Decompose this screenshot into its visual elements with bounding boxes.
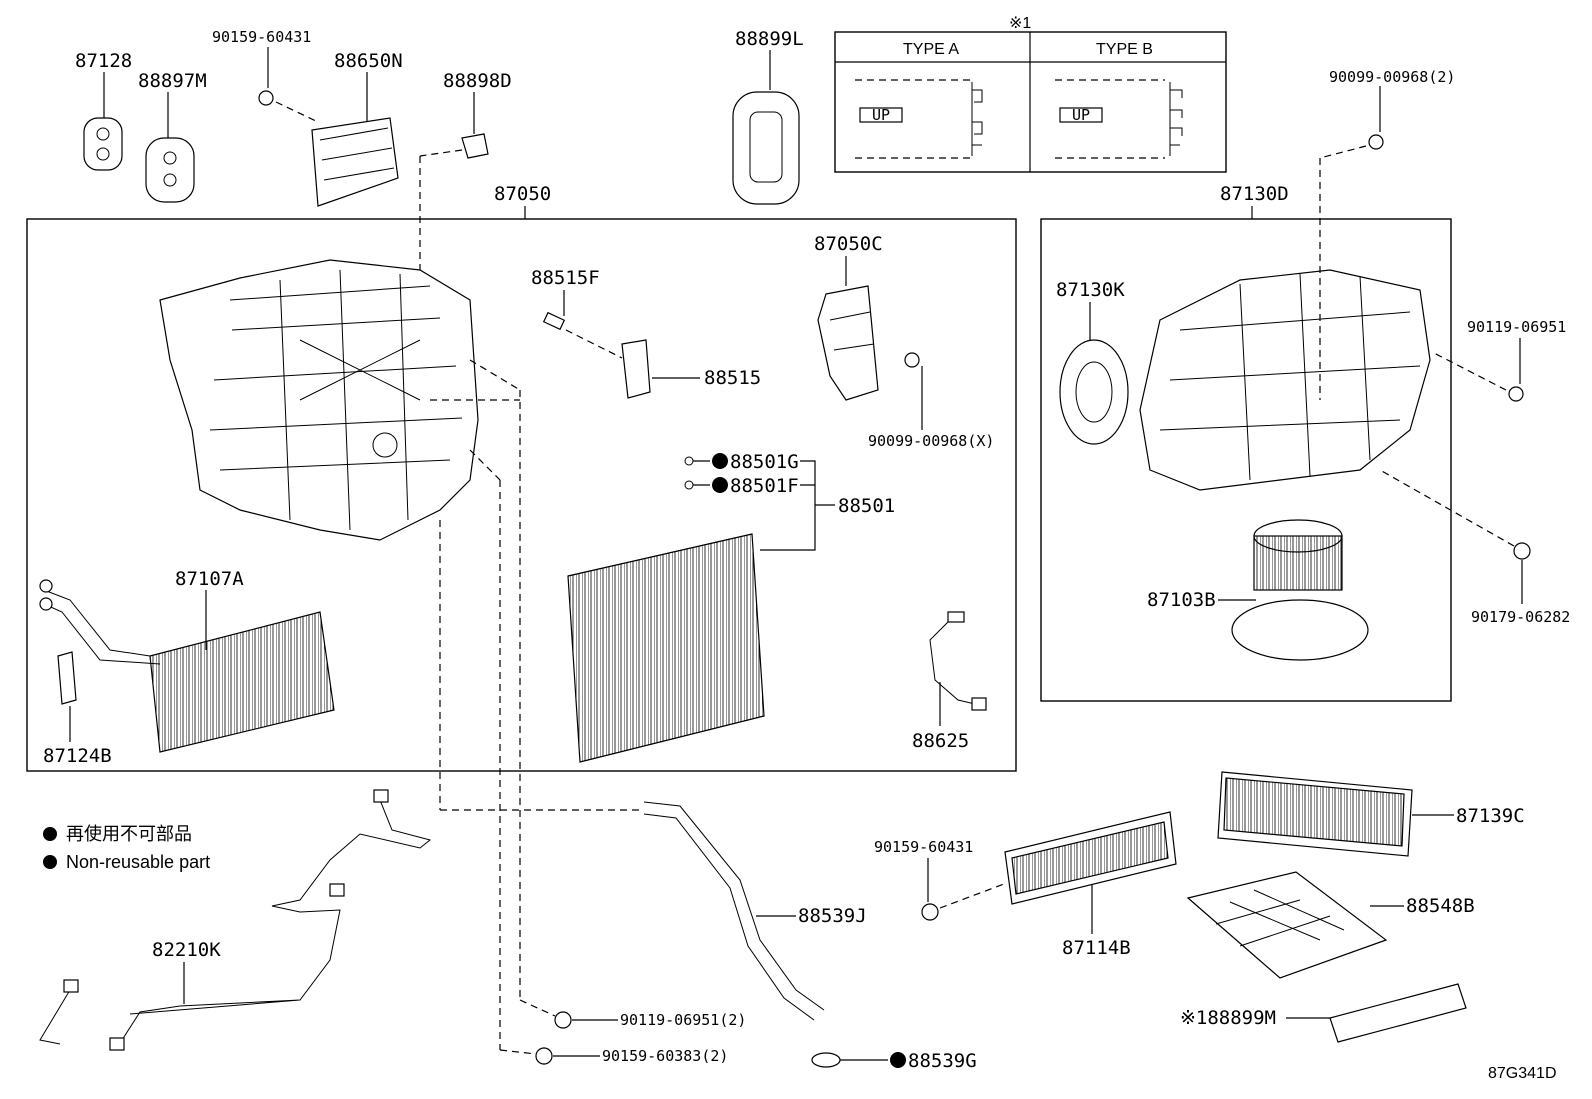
label-90099-00968-X: 90099-00968(X) [868,432,994,450]
type-table: ※1 TYPE A TYPE B UP UP [834,15,1227,173]
part-87107A: 87107A [39,568,335,753]
part-88897M: 88897M [138,70,207,203]
label-90099-00968-2: 90099-00968(2) [1329,68,1455,86]
blower-case-sketch [1139,269,1431,491]
label-87050C: 87050C [814,233,883,255]
legend-jp: 再使用不可部品 [66,824,192,844]
part-88625: 88625 [912,611,987,752]
label-88650N: 88650N [334,50,403,72]
label-87124B: 87124B [43,745,112,767]
part-88548B: 88548B [1186,871,1475,979]
part-87128: 87128 [75,50,132,171]
part-88515F: 88515F [531,267,623,359]
label-88501G: 88501G [730,451,799,473]
part-88539J: 88539J [643,801,867,1021]
part-87130K: 87130K [1056,279,1129,445]
label-87050: 87050 [494,183,551,205]
type-table-note: ※1 [1009,15,1031,32]
part-90159-60431-mid: 90159-60431 [874,838,1005,921]
blower-unit-box [1040,218,1452,702]
label-87130D: 87130D [1220,183,1289,205]
part-90159-60383-2: 90159-60383(2) [499,1047,728,1065]
part-88899M: ※188899M [1180,983,1467,1043]
type-a-up-label: UP [872,106,890,124]
part-90099-00968-2: 90099-00968(2) [1319,68,1455,400]
label-87114B: 87114B [1062,937,1131,959]
part-90119-06951-2: 90119-06951(2) [519,999,746,1029]
part-87124B: 87124B [43,651,112,767]
part-90159-60431-top: 90159-60431 [212,28,319,123]
part-88650N: 88650N [311,50,403,207]
label-88899M: ※188899M [1180,1007,1276,1029]
label-88548B: 88548B [1406,895,1475,917]
legend-en: Non-reusable part [66,852,210,872]
part-87139C: 87139C [1217,771,1525,857]
reference-code: 87G341D [1488,1065,1557,1082]
part-88501-evaporator [567,533,765,763]
label-88898D: 88898D [443,70,512,92]
label-87107A: 87107A [175,568,244,590]
label-88899L: 88899L [735,28,804,50]
label-88501: 88501 [838,495,895,517]
part-90119-06951: 90119-06951 [1431,318,1566,402]
label-88625: 88625 [912,730,969,752]
part-90099-00968-X: 90099-00968(X) [868,352,994,450]
label-90179-06282: 90179-06282 [1471,608,1570,626]
label-88539J: 88539J [798,905,867,927]
part-87114B: 87114B [1004,811,1177,959]
label-88515F: 88515F [531,267,600,289]
label-90119-06951-2: 90119-06951(2) [620,1011,746,1029]
part-87050C: 87050C [814,233,883,401]
label-87128: 87128 [75,50,132,72]
label-87130K: 87130K [1056,279,1125,301]
label-82210K: 82210K [152,939,221,961]
label-87103B: 87103B [1147,589,1216,611]
hvac-case-sketch [159,259,479,541]
label-90119-06951: 90119-06951 [1467,318,1566,336]
type-b-label: TYPE B [1096,41,1153,58]
label-88515: 88515 [704,367,761,389]
label-88539G: 88539G [908,1050,977,1072]
legend: 再使用不可部品 Non-reusable part [43,824,210,872]
label-88501F: 88501F [730,475,799,497]
label-90159-60431-top: 90159-60431 [212,28,311,46]
part-88515: 88515 [621,339,761,399]
part-88899L: 88899L [732,28,804,205]
label-87139C: 87139C [1456,805,1525,827]
part-88539G: 88539G [811,1050,977,1072]
part-87103B: 87103B [1147,519,1369,661]
part-82210K: 82210K [39,789,432,1051]
label-88897M: 88897M [138,70,207,92]
part-90179-06282: 90179-06282 [1379,469,1570,626]
part-88501-set: 88501G 88501F 88501 [684,451,895,551]
main-unit-box [26,218,1017,772]
type-a-label: TYPE A [903,41,959,58]
label-90159-60383-2: 90159-60383(2) [602,1047,728,1065]
type-b-up-label: UP [1072,106,1090,124]
label-90159-60431-mid: 90159-60431 [874,838,973,856]
